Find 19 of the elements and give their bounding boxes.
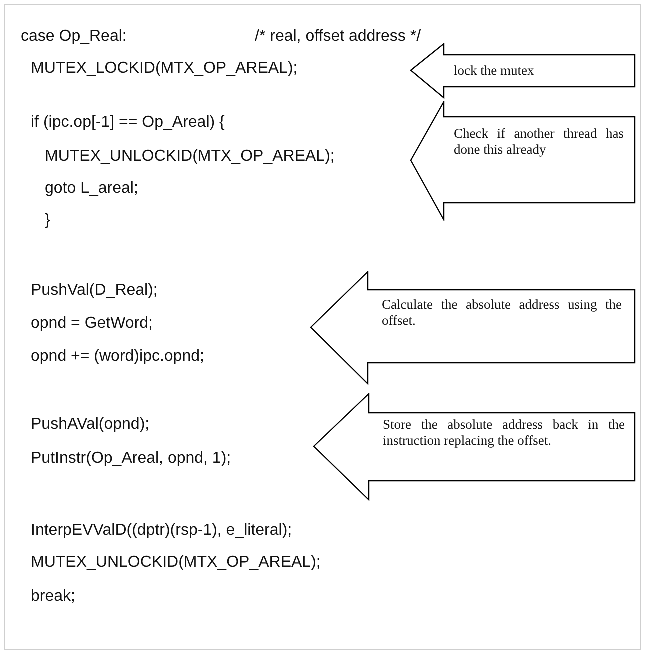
- code-line: }: [45, 211, 50, 230]
- callout-text: Calculate the absolute address using the offset.: [382, 297, 622, 329]
- code-line: goto L_areal;: [45, 179, 138, 198]
- code-line: if (ipc.op[-1] == Op_Areal) {: [31, 113, 225, 132]
- callout-text: Check if another thread has done this already: [454, 126, 624, 158]
- code-line: break;: [31, 587, 76, 606]
- callout-text: Store the absolute address back in the instruction replacing the offset.: [383, 417, 625, 449]
- code-line: MUTEX_UNLOCKID(MTX_OP_AREAL);: [45, 147, 335, 166]
- code-line: MUTEX_LOCKID(MTX_OP_AREAL);: [31, 59, 298, 78]
- code-line: MUTEX_UNLOCKID(MTX_OP_AREAL);: [31, 553, 321, 572]
- code-line: opnd = GetWord;: [31, 314, 153, 333]
- code-line: PushAVal(opnd);: [31, 415, 150, 434]
- code-line: InterpEVValD((dptr)(rsp-1), e_literal);: [31, 521, 292, 540]
- code-line: PushVal(D_Real);: [31, 281, 158, 300]
- code-line: opnd += (word)ipc.opnd;: [31, 347, 204, 366]
- code-line: PutInstr(Op_Areal, opnd, 1);: [31, 449, 232, 468]
- code-comment: /* real, offset address */: [255, 27, 422, 46]
- callout-text: lock the mutex: [454, 63, 536, 79]
- code-line: case Op_Real:: [21, 27, 127, 46]
